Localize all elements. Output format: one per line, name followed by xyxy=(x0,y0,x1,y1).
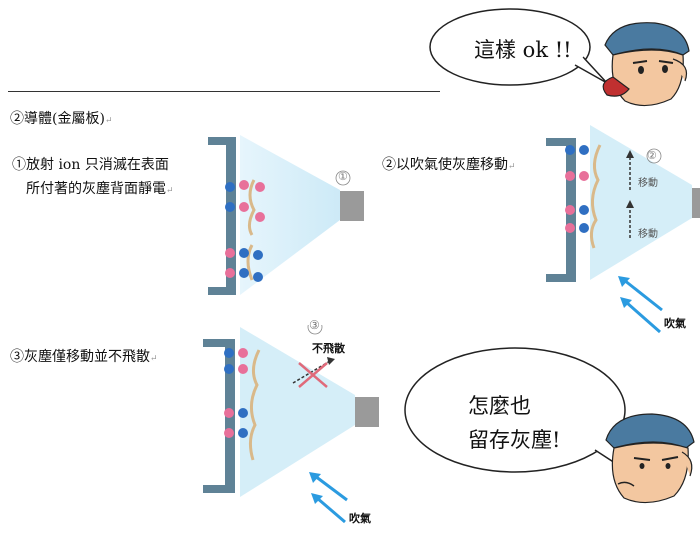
panel2-caption: ②以吹氣使灰塵移動↵ xyxy=(382,157,516,173)
worried-worker-illustration xyxy=(605,413,695,504)
bubble-bottom-line1: 怎麼也 xyxy=(468,394,531,418)
panel1-caption-line1: ①放射 ion 只消滅在表面 xyxy=(12,157,169,173)
negative-ion-icon xyxy=(225,182,263,282)
panel1-step-number: ① xyxy=(338,170,348,183)
bubble-top-text: 這樣 ok !! xyxy=(474,38,572,62)
no-scatter-cross-icon xyxy=(298,362,328,388)
panel3-diagram xyxy=(203,325,379,497)
ion-beam xyxy=(240,327,355,497)
panel3-caption: ③灰塵僅移動並不飛散↵ xyxy=(10,349,158,365)
panel2-move-label-1: 移動 xyxy=(638,178,658,189)
section-title: ②導體(金屬板)↵ xyxy=(10,111,113,127)
happy-worker-illustration xyxy=(602,22,690,107)
panel3-air-label: 吹氣 xyxy=(349,512,371,525)
ion-emitter xyxy=(355,397,379,427)
positive-ion-icon xyxy=(565,171,589,233)
ion-beam xyxy=(240,135,340,295)
positive-ion-icon xyxy=(224,348,248,438)
panel3-no-scatter-label: 不飛散 xyxy=(312,342,345,355)
panel1-diagram xyxy=(208,135,364,295)
panel2-step-number: ② xyxy=(647,149,657,162)
panel3-step-number: ③ xyxy=(309,318,320,332)
negative-ion-icon xyxy=(565,145,589,233)
panel2-air-label: 吹氣 xyxy=(664,317,686,330)
positive-ion-icon xyxy=(225,180,265,278)
air-flow-arrows xyxy=(309,472,348,524)
panel1-caption-line2: 所付著的灰塵背面靜電↵ xyxy=(26,181,174,197)
bubble-bottom-line2: 留存灰塵! xyxy=(468,428,561,452)
divider-line xyxy=(8,91,440,92)
ion-emitter xyxy=(340,191,364,221)
panel2-move-label-2: 移動 xyxy=(638,229,658,240)
metal-plate xyxy=(203,339,235,493)
air-flow-arrows xyxy=(618,276,663,334)
negative-ion-icon xyxy=(224,348,248,438)
panel2-diagram xyxy=(546,125,700,282)
speech-bubble-top xyxy=(429,8,608,86)
ion-beam xyxy=(590,125,692,280)
ion-emitter xyxy=(692,188,700,218)
